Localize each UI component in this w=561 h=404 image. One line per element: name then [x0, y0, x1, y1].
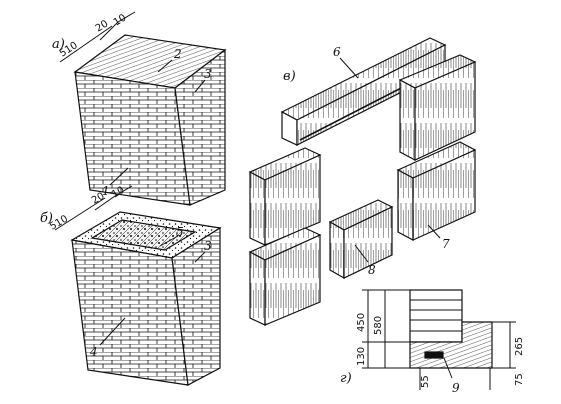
fig-a-label: а)	[52, 37, 65, 52]
fig-g-dim-130: 130	[356, 347, 367, 366]
fig-a-leader-1	[109, 167, 129, 186]
fig-v-ll-front	[264, 234, 321, 326]
fig-a-dim-line	[59, 25, 113, 63]
figure-g-section: г) 450 580 130 265 75 55 9	[340, 289, 525, 395]
fig-g-dim-450: 450	[356, 313, 367, 332]
fig-g-label: г)	[340, 371, 352, 386]
fig-a-dim-line-2	[99, 21, 119, 41]
fig-a-leader-2	[157, 59, 173, 73]
fig-v-ur-front	[414, 61, 476, 161]
fig-v-callout-7: 7	[442, 237, 450, 251]
fig-b-dim-line	[54, 197, 106, 231]
fig-g-dim-265: 265	[514, 337, 525, 356]
fig-v-callout-6: 6	[333, 45, 341, 59]
fig-v-lr-side	[397, 169, 414, 241]
fig-b-side-face	[171, 226, 221, 386]
fig-v-ur-side	[399, 79, 416, 161]
fig-g-dim-55: 55	[420, 375, 431, 388]
fig-v-ul-side	[249, 171, 266, 246]
fig-b-front-face	[71, 239, 189, 386]
fig-g-dim-75: 75	[514, 373, 525, 386]
fig-a-callout-3: 3	[204, 67, 212, 81]
fig-b-dim-line-2	[94, 195, 116, 211]
fig-v-callout-8: 8	[368, 263, 376, 277]
figure-a-brick-wall: а) 510 20 10 2 3 1	[52, 11, 227, 206]
fig-v-leader-7	[427, 224, 441, 239]
fig-v-ul-front	[264, 154, 321, 246]
fig-v-ll-side	[249, 251, 266, 326]
fig-b-callout-3: 3	[204, 239, 212, 253]
fig-b-leader-3	[194, 251, 206, 263]
fig-g-dim-580: 580	[373, 316, 384, 335]
fig-g-insert	[424, 351, 444, 359]
fig-a-side-face	[174, 48, 226, 206]
fig-b-core	[90, 219, 197, 251]
fig-a-dim-line-3	[117, 11, 136, 23]
fig-b-label: б)	[40, 211, 53, 226]
fig-v-sill-front	[343, 206, 393, 279]
fig-b-leader-4	[99, 317, 126, 346]
fig-v-sill-side	[329, 220, 345, 280]
figure-v-panel-assembly: в) 6 7 8	[248, 37, 477, 326]
fig-b-dim-line-3	[114, 185, 133, 197]
fig-a-leader-3	[194, 79, 206, 93]
fig-b-callout-5: 5	[176, 225, 184, 239]
fig-b-leader-5	[159, 235, 179, 247]
figure-b-brick-wall: б) 510 20 10 5 3 4	[40, 185, 222, 386]
fig-v-leader-6	[339, 57, 359, 79]
fig-v-lr-front	[412, 149, 476, 241]
fig-g-leader-9	[443, 357, 453, 379]
fig-g-callout-9: 9	[452, 381, 460, 395]
fig-a-callout-2: 2	[173, 47, 182, 61]
fig-v-leader-8	[354, 244, 369, 263]
fig-v-label: в)	[283, 69, 296, 84]
fig-b-callout-4: 4	[89, 345, 98, 359]
fig-a-front-face	[74, 71, 191, 206]
fig-g-block	[409, 289, 463, 343]
fig-a-callout-1: 1	[102, 184, 110, 198]
